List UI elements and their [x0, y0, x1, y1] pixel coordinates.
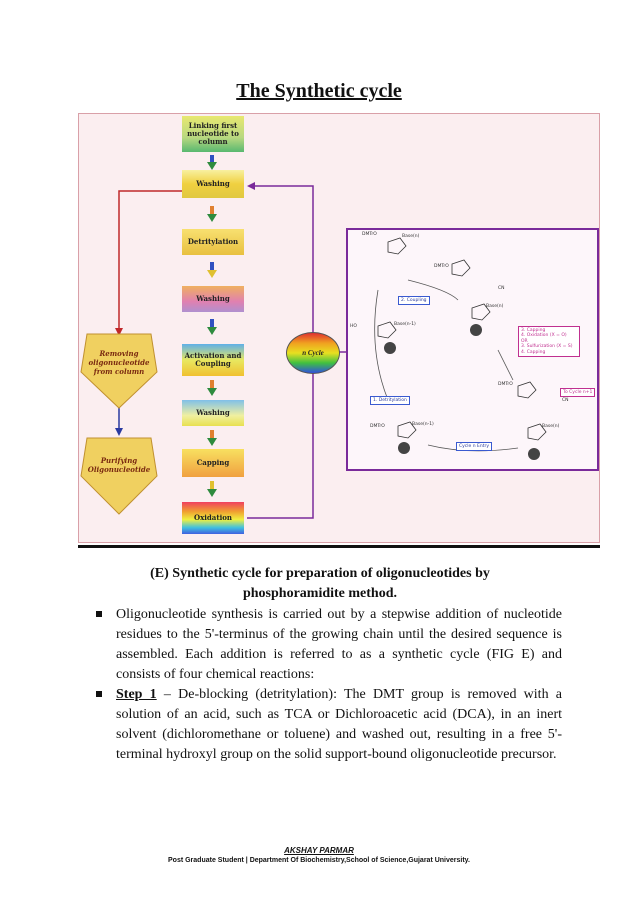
bullet-lead: Step 1	[116, 687, 157, 702]
figure-caption: (E) Synthetic cycle for preparation of o…	[80, 564, 560, 604]
figure-divider	[78, 545, 600, 548]
coupling-box: 2. Coupling	[398, 296, 430, 306]
stage-activation-coupling: Activation and Coupling	[182, 344, 244, 376]
caption-line-2: phosphoramidite method.	[242, 586, 398, 601]
chem-ho: HO	[350, 324, 357, 329]
removing-pentagon-shape	[80, 333, 158, 409]
stage-washing-2: Washing	[182, 286, 244, 312]
bullet-list: Oligonucleotide synthesis is carried out…	[96, 605, 562, 765]
chem-dmtro-4: DMTrO	[370, 424, 385, 429]
capping-oxidation-box: 3. Capping 4. Oxidation (X = O) OR 3. Su…	[518, 326, 580, 357]
cycle-entry-box: Cycle n Entry	[456, 442, 492, 452]
stage-linking: Linking first nucleotide to column	[182, 116, 244, 152]
removing-oligonucleotide-label: Removing oligonucleotide from column	[88, 348, 150, 376]
chem-base-3: Base(n)	[486, 304, 504, 309]
chem-base-1: Base(n)	[402, 234, 420, 239]
stage-capping: Capping	[182, 449, 244, 477]
caption-line-1: (E) Synthetic cycle for preparation of o…	[150, 566, 490, 581]
footer-author: AKSHAY PARMAR	[284, 846, 354, 855]
chem-base-4: Base(n-1)	[412, 422, 434, 427]
purifying-oligonucleotide-label: Purifying Oligonucleotide	[87, 456, 151, 474]
chemistry-panel: DMTrO DMTrO HO DMTrO DMTrO CN CN Base(n)…	[346, 228, 599, 471]
chem-base-5: Base(n)	[542, 424, 560, 429]
chem-dmtro-3: DMTrO	[498, 382, 513, 387]
chem-cn-1: CN	[498, 286, 505, 291]
synthetic-cycle-figure: Linking first nucleotide to column Washi…	[78, 113, 600, 543]
bullet-square-icon	[96, 691, 102, 697]
stage-washing-1: Washing	[182, 170, 244, 198]
footer-affiliation: Post Graduate Student | Department Of Bi…	[168, 857, 470, 864]
bullet-item: Oligonucleotide synthesis is carried out…	[96, 605, 562, 685]
bullet-item: Step 1 – De-blocking (detritylation): Th…	[96, 685, 562, 765]
chem-cn-2: CN	[562, 398, 569, 403]
chem-dmtro-1: DMTrO	[362, 232, 377, 237]
bullet-text: Oligonucleotide synthesis is carried out…	[116, 607, 562, 682]
chem-base-2: Base(n-1)	[394, 322, 416, 327]
chem-dmtro-2: DMTrO	[434, 264, 449, 269]
page-title: The Synthetic cycle	[236, 80, 402, 102]
bullet-square-icon	[96, 611, 102, 617]
stage-washing-3: Washing	[182, 400, 244, 426]
stage-detritylation: Detritylation	[182, 229, 244, 255]
purifying-pentagon-shape	[80, 437, 158, 515]
bullet-text: – De-blocking (detritylation): The DMT g…	[116, 687, 563, 762]
to-cycle-box: To Cycle n+1	[560, 388, 596, 398]
detritylation-box: 1. Detritylation	[370, 396, 410, 406]
n-cycle-oval: n Cycle	[286, 332, 340, 374]
stage-oxidation: Oxidation	[182, 502, 244, 534]
red-connector	[118, 190, 182, 332]
